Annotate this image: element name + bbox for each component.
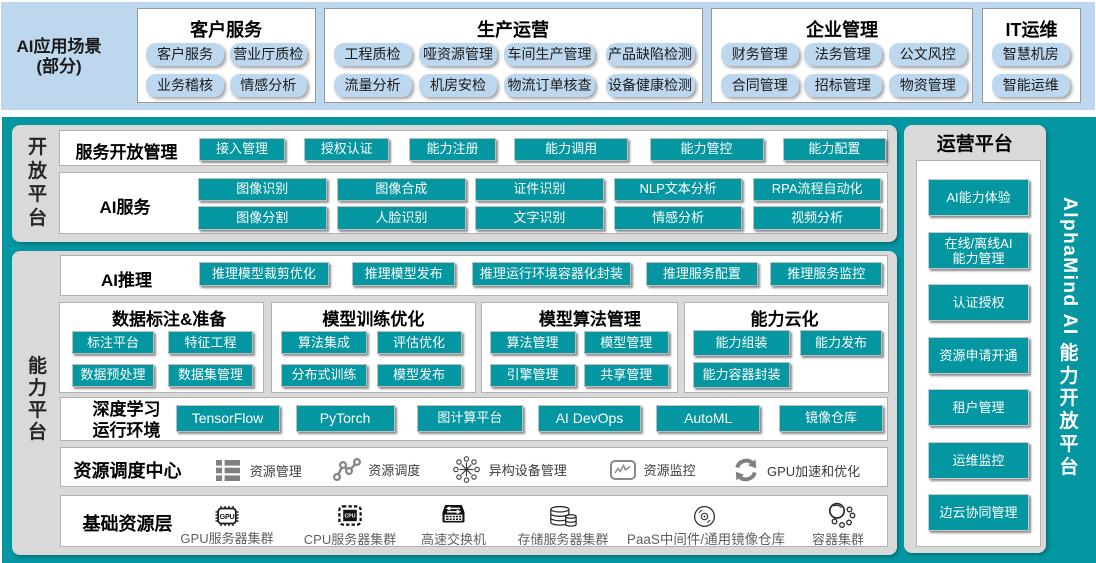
svg-text:GPU: GPU bbox=[220, 511, 235, 520]
svg-text:CPU: CPU bbox=[345, 513, 356, 519]
